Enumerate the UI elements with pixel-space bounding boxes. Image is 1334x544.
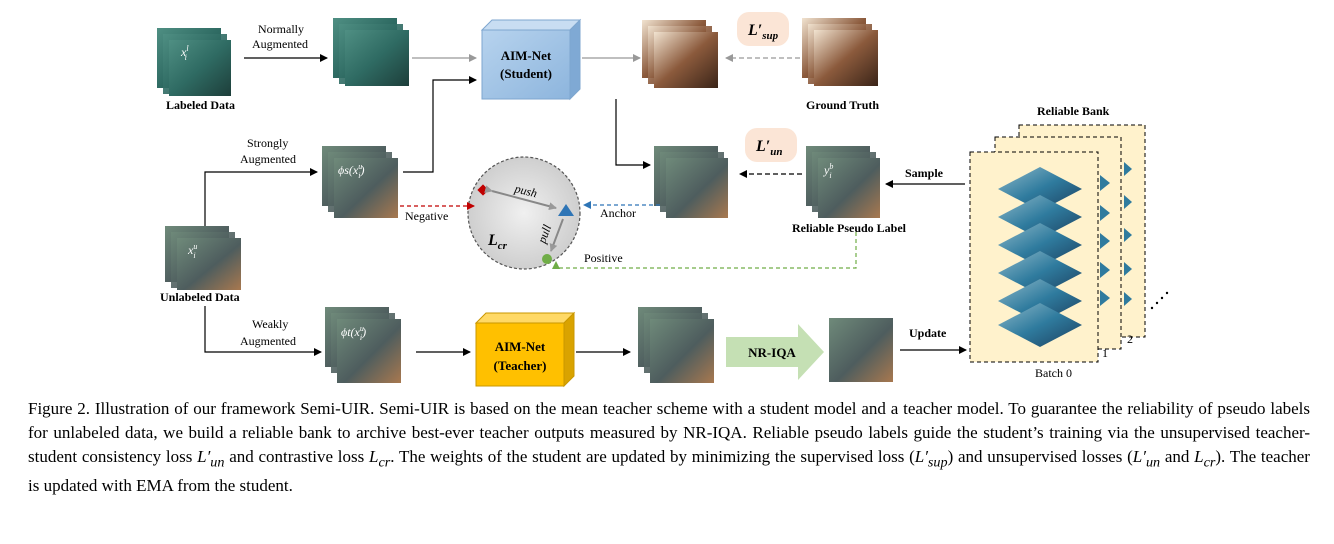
- lun-badge: L′un: [745, 128, 797, 162]
- positive-label: Positive: [584, 251, 623, 265]
- caption-math-lsup: L′sup: [914, 447, 948, 471]
- strongly-augmented-label: Strongly: [247, 136, 288, 150]
- positive-arrow: [552, 232, 857, 269]
- caption-part-3: . The weights of the student are updated…: [390, 447, 915, 466]
- caption-part-4: ) and unsupervised losses (: [947, 447, 1133, 466]
- svg-text:pull: pull: [534, 222, 554, 246]
- student-model: AIM-Net (Student): [480, 18, 582, 101]
- svg-text:ϕt(xui): ϕt(xui): [341, 324, 366, 342]
- svg-text:Lcr: Lcr: [487, 232, 508, 252]
- caption-part-1: Figure 2. Illustration of our framework …: [28, 399, 1310, 466]
- labeled-data-label: Labeled Data: [166, 98, 235, 112]
- update-label: Update: [909, 326, 947, 340]
- svg-text:NR-IQA: NR-IQA: [748, 345, 796, 360]
- caption-math-lun: L′un: [197, 447, 225, 471]
- svg-text:AIM-Net: AIM-Net: [495, 339, 546, 354]
- caption-part-5: and: [1160, 447, 1195, 466]
- sample-label: Sample: [905, 166, 944, 180]
- normally-augmented-stack: [333, 18, 409, 86]
- svg-text:AIM-Net: AIM-Net: [501, 48, 552, 63]
- best-teacher-output: [829, 318, 893, 382]
- figure-caption: Figure 2. Illustration of our framework …: [28, 397, 1310, 498]
- caption-math-lcr: Lcr: [369, 447, 391, 471]
- svg-text:ϕs(xui): ϕs(xui): [338, 162, 364, 180]
- anchor-label: Anchor: [600, 206, 636, 220]
- caption-math-lun-2: L′un: [1132, 447, 1161, 471]
- lsup-badge: L′sup: [737, 12, 789, 46]
- svg-text:xli: xli: [180, 44, 189, 62]
- strong-to-student-arrow: [403, 76, 477, 173]
- unlabeled-to-strong-arrow: [204, 168, 318, 228]
- teacher-model: AIM-Net (Teacher): [474, 311, 576, 388]
- student-unlabeled-output-stack: [654, 146, 728, 218]
- unlabeled-to-weak-arrow: [204, 306, 322, 356]
- caption-math-lcr-2: Lcr: [1194, 447, 1216, 471]
- svg-text:(Teacher): (Teacher): [494, 358, 547, 373]
- batch-0-label: Batch 0: [1035, 366, 1072, 380]
- strongly-augmented-label-2: Augmented: [240, 152, 296, 166]
- batch-1-label: 1: [1102, 346, 1108, 360]
- svg-text:xui: xui: [187, 242, 197, 260]
- svg-text:L′un: L′un: [755, 138, 783, 158]
- ground-truth-label: Ground Truth: [806, 98, 879, 112]
- caption-part-2: and contrastive loss: [224, 447, 369, 466]
- reliable-bank-title: Reliable Bank: [1037, 104, 1110, 118]
- unlabeled-data-label: Unlabeled Data: [160, 290, 240, 304]
- contrastive-loss-circle: push pull Lcr: [467, 156, 581, 270]
- normally-augmented-label: Normally: [258, 22, 304, 36]
- reliable-pseudo-label: Reliable Pseudo Label: [792, 221, 907, 235]
- nr-iqa-arrow: NR-IQA: [726, 324, 824, 380]
- reliable-bank: [969, 124, 1169, 363]
- svg-text:push: push: [512, 181, 538, 200]
- svg-text:L′sup: L′sup: [747, 22, 779, 42]
- negative-label: Negative: [405, 209, 448, 223]
- ground-truth-stack: [802, 18, 878, 86]
- caption-part-6: ). The teacher is updated with EMA from …: [28, 447, 1310, 496]
- weakly-augmented-label: Weakly: [252, 317, 288, 331]
- weakly-augmented-label-2: Augmented: [240, 334, 296, 348]
- svg-text:ybi: ybi: [823, 162, 833, 180]
- batch-2-label: 2: [1127, 332, 1133, 346]
- student-output-stack: [642, 20, 718, 88]
- teacher-output-stack: [638, 307, 714, 383]
- student-to-unlabeled-pred-arrow: [615, 99, 651, 169]
- svg-text:(Student): (Student): [500, 66, 552, 81]
- normally-augmented-label-2: Augmented: [252, 37, 308, 51]
